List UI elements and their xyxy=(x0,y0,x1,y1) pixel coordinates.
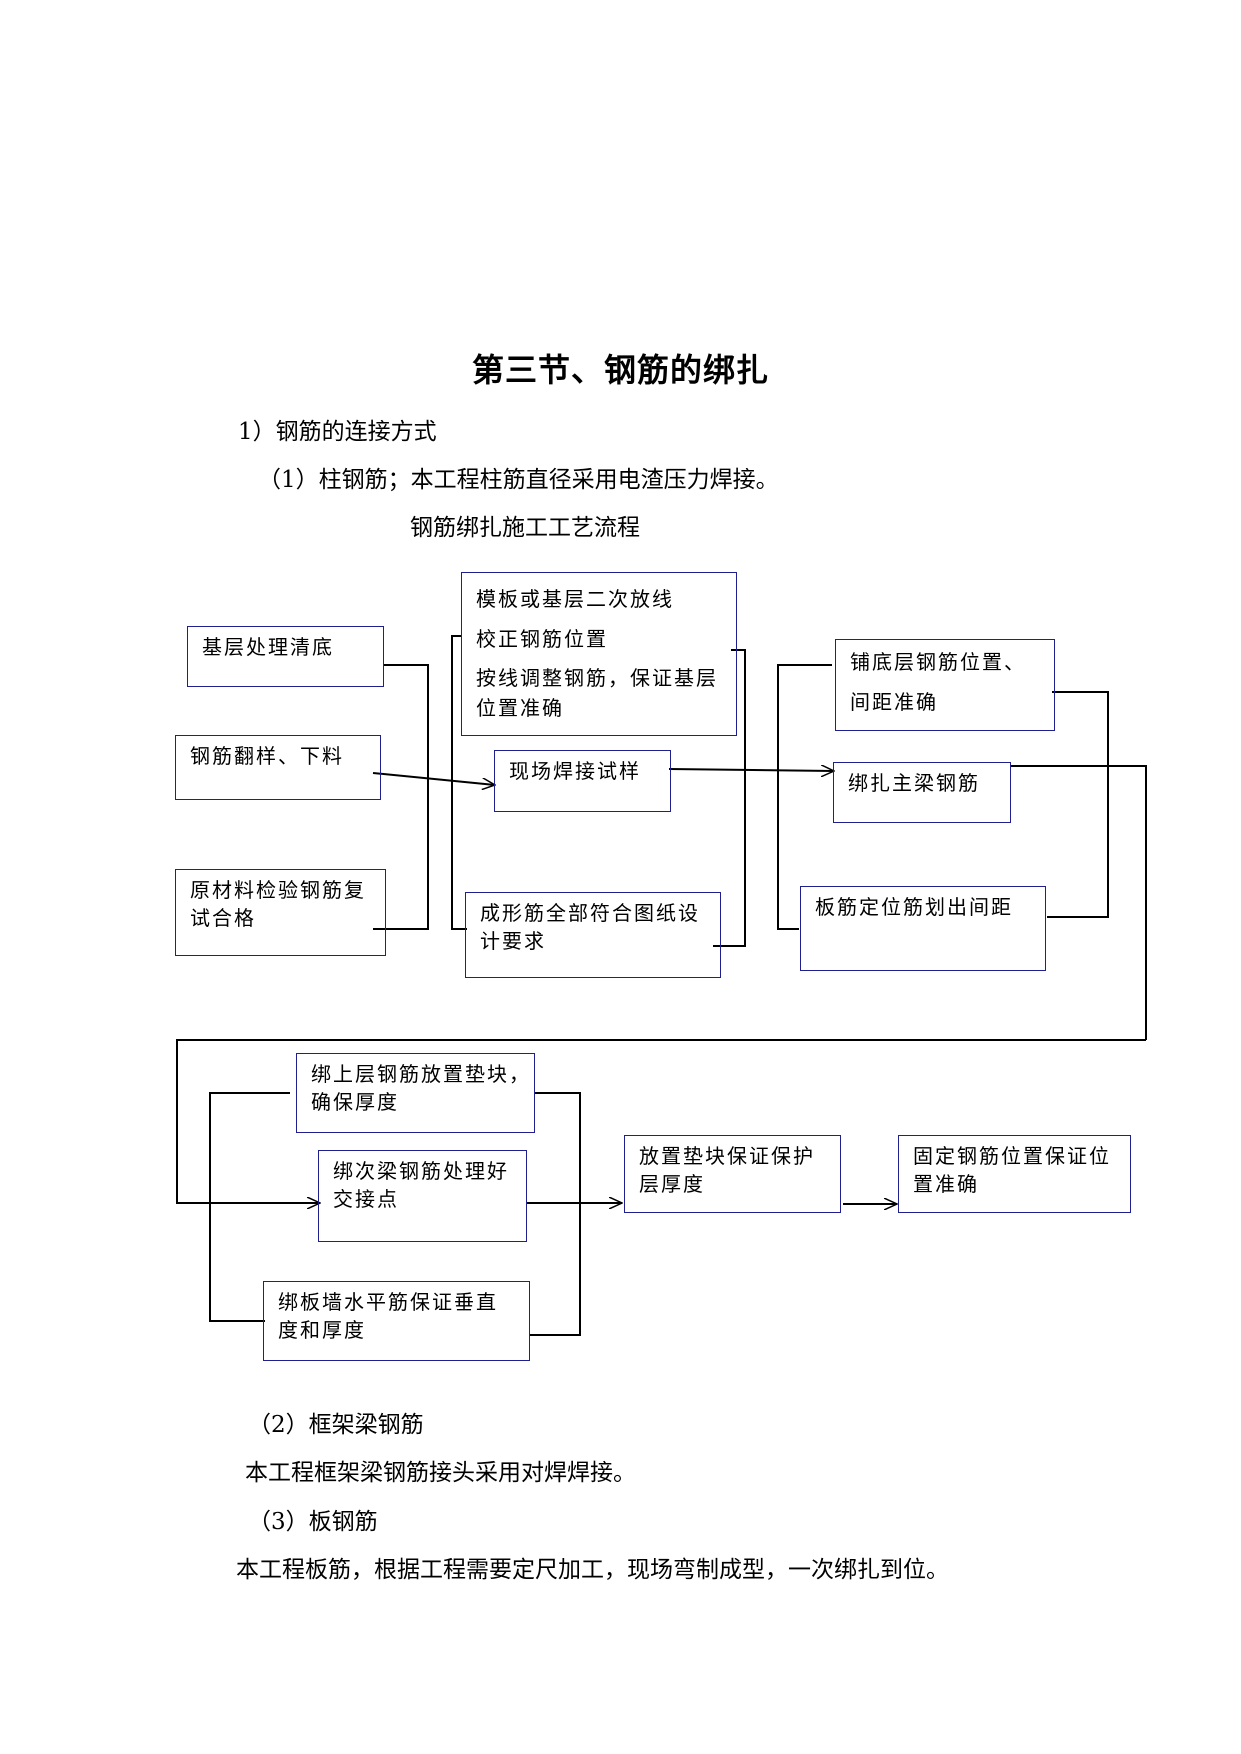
flow-box-text: 成形筋全部符合图纸设 xyxy=(480,901,700,925)
flow-box-fix-position: 固定钢筋位置保证位 置准确 xyxy=(898,1135,1131,1213)
flow-box-formed-rebar: 成形筋全部符合图纸设 计要求 xyxy=(465,892,721,978)
flow-box-text: 模板或基层二次放线 xyxy=(476,587,674,611)
flow-box-text: 位置准确 xyxy=(476,696,564,720)
flowchart-caption: 钢筋绑扎施工工艺流程 xyxy=(410,515,640,541)
flow-box-secondary-beam: 绑次梁钢筋处理好 交接点 xyxy=(318,1150,527,1242)
flow-box-text: 计要求 xyxy=(480,929,546,953)
flow-box-text: 绑上层钢筋放置垫块， xyxy=(311,1062,531,1086)
flow-box-cover-thickness: 放置垫块保证保护 层厚度 xyxy=(624,1135,841,1213)
flow-box-text: 固定钢筋位置保证位 xyxy=(913,1144,1111,1168)
flow-box-wall-horizontal: 绑板墙水平筋保证垂直 度和厚度 xyxy=(263,1281,530,1361)
flow-box-text: 铺底层钢筋位置、 xyxy=(850,650,1026,674)
flow-box-text: 交接点 xyxy=(333,1187,399,1211)
flow-box-text: 基层处理清底 xyxy=(202,635,334,659)
flow-box-layout-correction: 模板或基层二次放线 校正钢筋位置 按线调整钢筋，保证基层 位置准确 xyxy=(461,572,737,736)
flow-box-material-testing: 原材料检验钢筋复 试合格 xyxy=(175,869,386,956)
column-rebar-paragraph: （1）柱钢筋；本工程柱筋直径采用电渣压力焊接。 xyxy=(258,467,779,493)
flow-box-text: 置准确 xyxy=(913,1172,979,1196)
flow-box-main-beam: 绑扎主梁钢筋 xyxy=(833,762,1011,823)
flow-box-text: 板筋定位筋划出间距 xyxy=(815,895,1013,919)
flow-box-rebar-cutting: 钢筋翻样、下料 xyxy=(175,735,381,800)
flow-box-text: 校正钢筋位置 xyxy=(476,627,608,651)
flow-box-text: 确保厚度 xyxy=(311,1090,399,1114)
flow-box-bottom-layer: 铺底层钢筋位置、 间距准确 xyxy=(835,639,1055,731)
flow-box-text: 原材料检验钢筋复 xyxy=(190,878,366,902)
flow-box-text: 按线调整钢筋，保证基层 xyxy=(476,666,718,690)
section-title: 第三节、钢筋的绑扎 xyxy=(471,351,769,389)
flow-box-slab-spacing: 板筋定位筋划出间距 xyxy=(800,886,1046,971)
flow-box-welding-sample: 现场焊接试样 xyxy=(494,750,671,812)
flow-box-text: 绑次梁钢筋处理好 xyxy=(333,1159,509,1183)
frame-beam-paragraph: 本工程框架梁钢筋接头采用对焊焊接。 xyxy=(245,1460,636,1486)
slab-rebar-heading: （3）板钢筋 xyxy=(248,1509,378,1535)
flow-box-base-cleaning: 基层处理清底 xyxy=(187,626,384,687)
flow-box-text: 绑扎主梁钢筋 xyxy=(848,771,980,795)
flow-box-text: 钢筋翻样、下料 xyxy=(190,744,344,768)
subsection-heading: 1）钢筋的连接方式 xyxy=(238,419,437,445)
frame-beam-heading: （2）框架梁钢筋 xyxy=(248,1412,424,1438)
flow-box-upper-layer: 绑上层钢筋放置垫块， 确保厚度 xyxy=(296,1053,535,1133)
flow-box-text: 现场焊接试样 xyxy=(509,759,641,783)
flow-box-text: 间距准确 xyxy=(850,690,938,714)
flow-box-text: 试合格 xyxy=(190,906,256,930)
flow-box-text: 层厚度 xyxy=(639,1172,705,1196)
slab-rebar-paragraph: 本工程板筋，根据工程需要定尺加工，现场弯制成型，一次绑扎到位。 xyxy=(236,1557,949,1583)
flow-box-text: 绑板墙水平筋保证垂直 xyxy=(278,1290,498,1314)
flow-box-text: 放置垫块保证保护 xyxy=(639,1144,815,1168)
flow-box-text: 度和厚度 xyxy=(278,1318,366,1342)
